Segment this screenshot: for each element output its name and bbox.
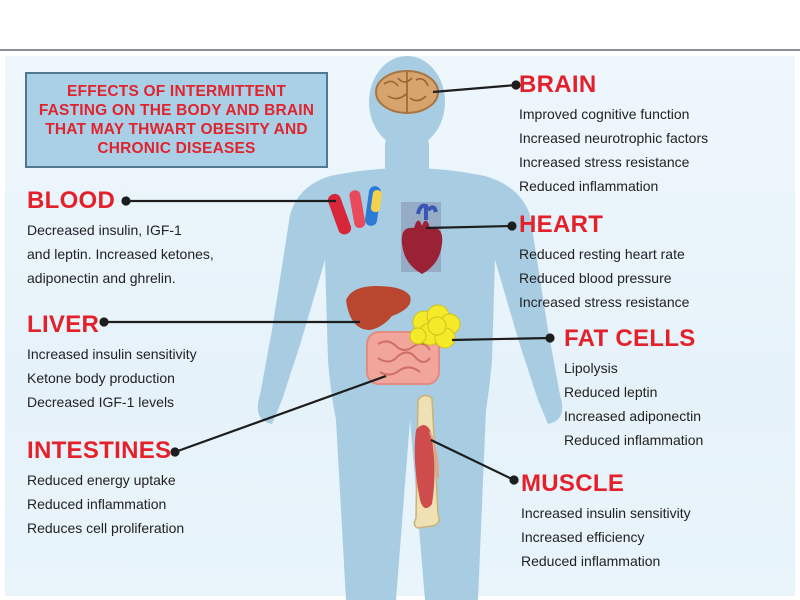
top-margin: [0, 0, 800, 50]
top-divider: [0, 49, 800, 51]
liver-heading: LIVER: [27, 311, 100, 338]
section-muscle: MUSCLE Increased insulin sensitivity Inc…: [521, 471, 691, 573]
heart-effect: Reduced resting heart rate: [519, 246, 685, 262]
fat-cells-heading: FAT CELLS: [564, 325, 696, 352]
blood-effect: adiponectin and ghrelin.: [27, 270, 176, 286]
muscle-effect: Increased efficiency: [521, 529, 645, 545]
blood-effect: and leptin. Increased ketones,: [27, 246, 214, 262]
infographic-title-box: EFFECTS OF INTERMITTENT FASTING ON THE B…: [25, 72, 328, 168]
liver-icon: [346, 286, 411, 330]
blood-effect: Decreased insulin, IGF-1: [27, 222, 182, 238]
muscle-icon: [413, 394, 440, 529]
title-line-2: FASTING ON THE BODY AND BRAIN: [38, 102, 315, 119]
title-line-3: THAT MAY THWART OBESITY AND: [45, 121, 308, 138]
fat-cells-effect: Increased adiponectin: [564, 408, 701, 424]
heart-effect: Increased stress resistance: [519, 294, 690, 310]
section-heart: HEART Reduced resting heart rate Reduced…: [519, 212, 689, 314]
intestines-effect: Reduces cell proliferation: [27, 520, 185, 536]
liver-effect: Increased insulin sensitivity: [27, 346, 197, 362]
section-blood: BLOOD Decreased insulin, IGF-1 and lepti…: [27, 188, 214, 290]
connector-lines: [99, 80, 555, 485]
brain-effect: Increased neurotrophic factors: [519, 130, 709, 146]
liver-effect: Decreased IGF-1 levels: [27, 394, 175, 410]
title-line-4: CHRONIC DISEASES: [97, 140, 256, 157]
fat-cells-effect: Reduced inflammation: [564, 432, 704, 448]
intestines-icon: [366, 331, 440, 385]
title-line-1: EFFECTS OF INTERMITTENT: [66, 83, 286, 100]
heart-heading: HEART: [519, 211, 604, 238]
intestines-heading: INTESTINES: [27, 437, 172, 464]
section-liver: LIVER Increased insulin sensitivity Keto…: [27, 312, 197, 414]
section-intestines: INTESTINES Reduced energy uptake Reduced…: [27, 438, 184, 540]
brain-effect: Increased stress resistance: [519, 154, 690, 170]
muscle-heading: MUSCLE: [521, 470, 625, 497]
intestines-effect: Reduced inflammation: [27, 496, 167, 512]
muscle-effect: Reduced inflammation: [521, 553, 661, 569]
brain-icon: [375, 70, 439, 114]
section-fat-cells: FAT CELLS Lipolysis Reduced leptin Incre…: [564, 326, 703, 452]
fat-cells-effect: Reduced leptin: [564, 384, 658, 400]
blood-vials-icon: [327, 186, 382, 235]
muscle-effect: Increased insulin sensitivity: [521, 505, 691, 521]
liver-effect: Ketone body production: [27, 370, 175, 386]
brain-effect: Reduced inflammation: [519, 178, 659, 194]
heart-icon: [401, 202, 443, 274]
fat-cells-icon: [409, 304, 461, 349]
brain-effect: Improved cognitive function: [519, 106, 690, 122]
fat-cells-effect: Lipolysis: [564, 360, 618, 376]
section-brain: BRAIN Improved cognitive function Increa…: [519, 72, 708, 198]
blood-heading: BLOOD: [27, 187, 116, 214]
heart-effect: Reduced blood pressure: [519, 270, 672, 286]
intestines-effect: Reduced energy uptake: [27, 472, 176, 488]
brain-heading: BRAIN: [519, 71, 597, 98]
